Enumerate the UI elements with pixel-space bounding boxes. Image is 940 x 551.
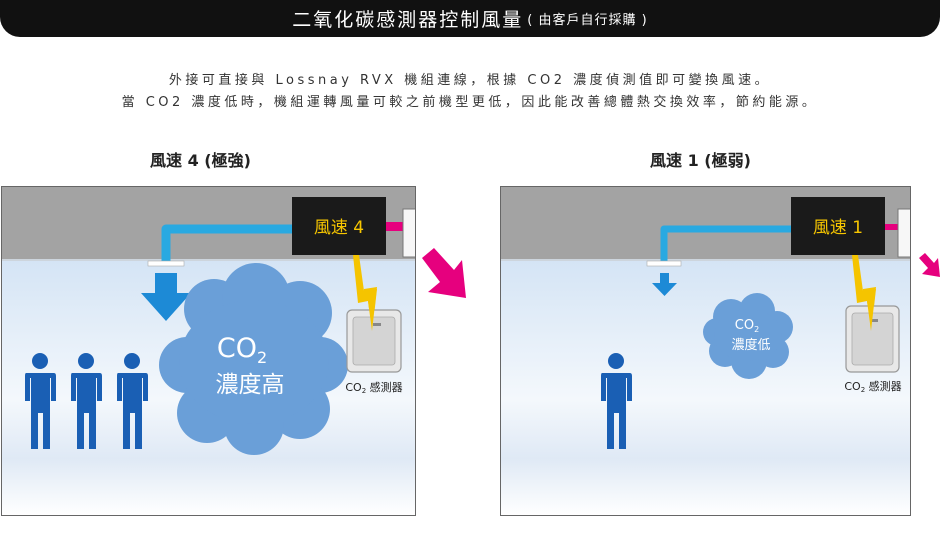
airflow-arrow-icon bbox=[652, 273, 677, 296]
supply-duct bbox=[161, 224, 294, 264]
exterior-hood bbox=[897, 208, 910, 258]
exhaust-arrow-icon bbox=[422, 248, 466, 298]
exhaust-duct bbox=[884, 224, 898, 230]
person-icon bbox=[25, 353, 56, 449]
exhaust-duct bbox=[385, 222, 403, 231]
lightning-icon-front bbox=[362, 287, 377, 331]
left-panel-diagram: 風速 4 CO2 濃度高 CO2 感測器 bbox=[2, 187, 415, 515]
right-panel-diagram: 風速 1 CO2 濃度低 CO2 感測器 bbox=[501, 187, 910, 515]
co2-cloud bbox=[159, 263, 348, 455]
unit-fan-speed-label: 風速 1 bbox=[813, 218, 863, 238]
lightning-icon-front bbox=[861, 287, 876, 331]
airflow-arrow-icon bbox=[141, 273, 191, 321]
sensor-label: CO2 感測器 bbox=[844, 379, 901, 394]
page-subtitle: ( 由客戶自行採購 ) bbox=[527, 13, 648, 28]
person-icon bbox=[601, 353, 632, 449]
ceiling-edge bbox=[2, 259, 415, 261]
co2-cloud bbox=[703, 293, 793, 379]
supply-duct bbox=[660, 225, 793, 263]
person-icon bbox=[117, 353, 148, 449]
co2-sensor-icon bbox=[845, 305, 900, 373]
diffuser bbox=[646, 260, 682, 267]
page-title: 二氧化碳感測器控制風量 bbox=[292, 9, 524, 31]
diffuser bbox=[147, 260, 185, 267]
cloud-concentration-label: 濃度高 bbox=[216, 372, 285, 398]
exhaust-arrow-icon bbox=[919, 253, 940, 277]
unit-fan-speed-label: 風速 4 bbox=[314, 218, 364, 238]
right-panel-heading: 風速 1 (極弱) bbox=[650, 151, 751, 170]
description-line-1: 外接可直接與 Lossnay RVX 機組連線，根據 CO2 濃度偵測值即可變換… bbox=[168, 73, 772, 88]
cloud-co2-label: CO2 bbox=[735, 318, 759, 334]
cloud-co2-label: CO2 bbox=[217, 333, 267, 367]
ceiling-edge bbox=[501, 259, 910, 261]
right-panel: 風速 1 CO2 濃度低 CO2 感測器 bbox=[500, 186, 911, 516]
lossnay-unit bbox=[791, 197, 885, 255]
cloud-concentration-label: 濃度低 bbox=[731, 337, 770, 353]
room-background bbox=[501, 259, 910, 515]
description-line-2: 當 CO2 濃度低時，機組運轉風量可較之前機型更低，因此能改善總體熱交換效率，節… bbox=[121, 95, 819, 110]
sensor-label: CO2 感測器 bbox=[345, 380, 402, 395]
left-panel-heading: 風速 4 (極強) bbox=[150, 151, 251, 170]
description: 外接可直接與 Lossnay RVX 機組連線，根據 CO2 濃度偵測值即可變換… bbox=[0, 70, 940, 114]
left-panel: 風速 4 CO2 濃度高 CO2 感測器 bbox=[1, 186, 416, 516]
lossnay-unit bbox=[292, 197, 386, 255]
exterior-hood bbox=[402, 208, 415, 258]
person-icon bbox=[71, 353, 102, 449]
title-bar: 二氧化碳感測器控制風量 ( 由客戶自行採購 ) bbox=[0, 0, 940, 37]
co2-sensor-icon bbox=[346, 309, 402, 373]
